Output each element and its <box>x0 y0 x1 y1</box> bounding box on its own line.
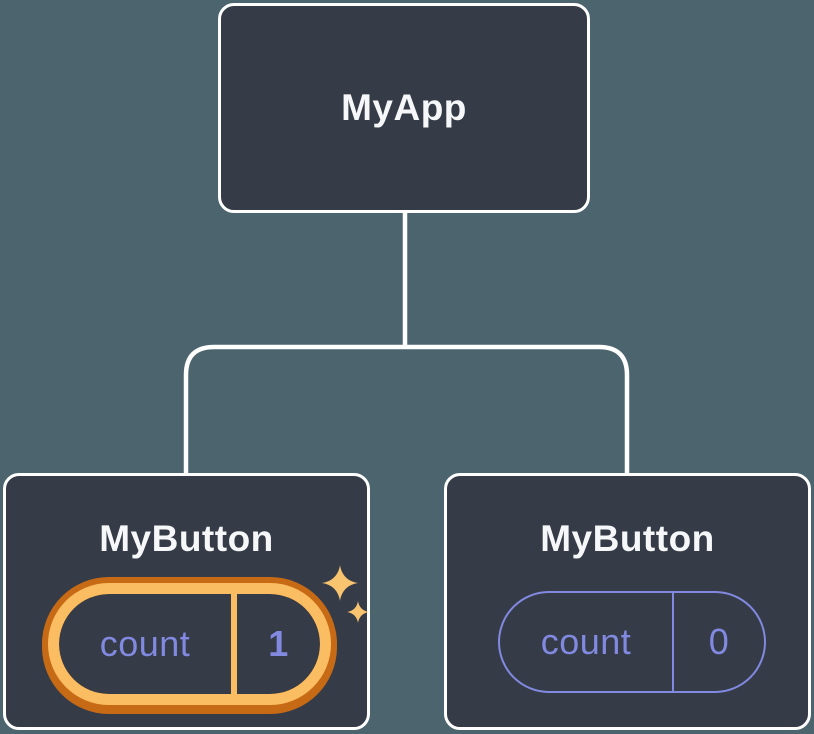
state-pill: count 0 <box>498 591 766 693</box>
state-pill-highlighted: count 1 <box>59 594 320 694</box>
tree-node-mybutton-1: MyButton count 1 <box>3 473 370 730</box>
state-value: 1 <box>268 623 289 664</box>
node-label: MyButton <box>99 518 274 559</box>
state-key: count <box>540 621 632 662</box>
connector-branch <box>183 344 630 475</box>
pill-divider <box>672 593 674 691</box>
node-label: MyApp <box>341 87 467 128</box>
sparkle-icon <box>347 601 369 623</box>
sparkle-icon <box>322 565 358 601</box>
tree-node-root: MyApp <box>218 3 590 213</box>
node-label: MyButton <box>540 518 715 559</box>
state-value: 0 <box>708 621 730 662</box>
state-key: count <box>99 623 191 664</box>
tree-node-mybutton-2: MyButton count 0 <box>444 473 811 730</box>
pill-divider <box>231 594 237 694</box>
